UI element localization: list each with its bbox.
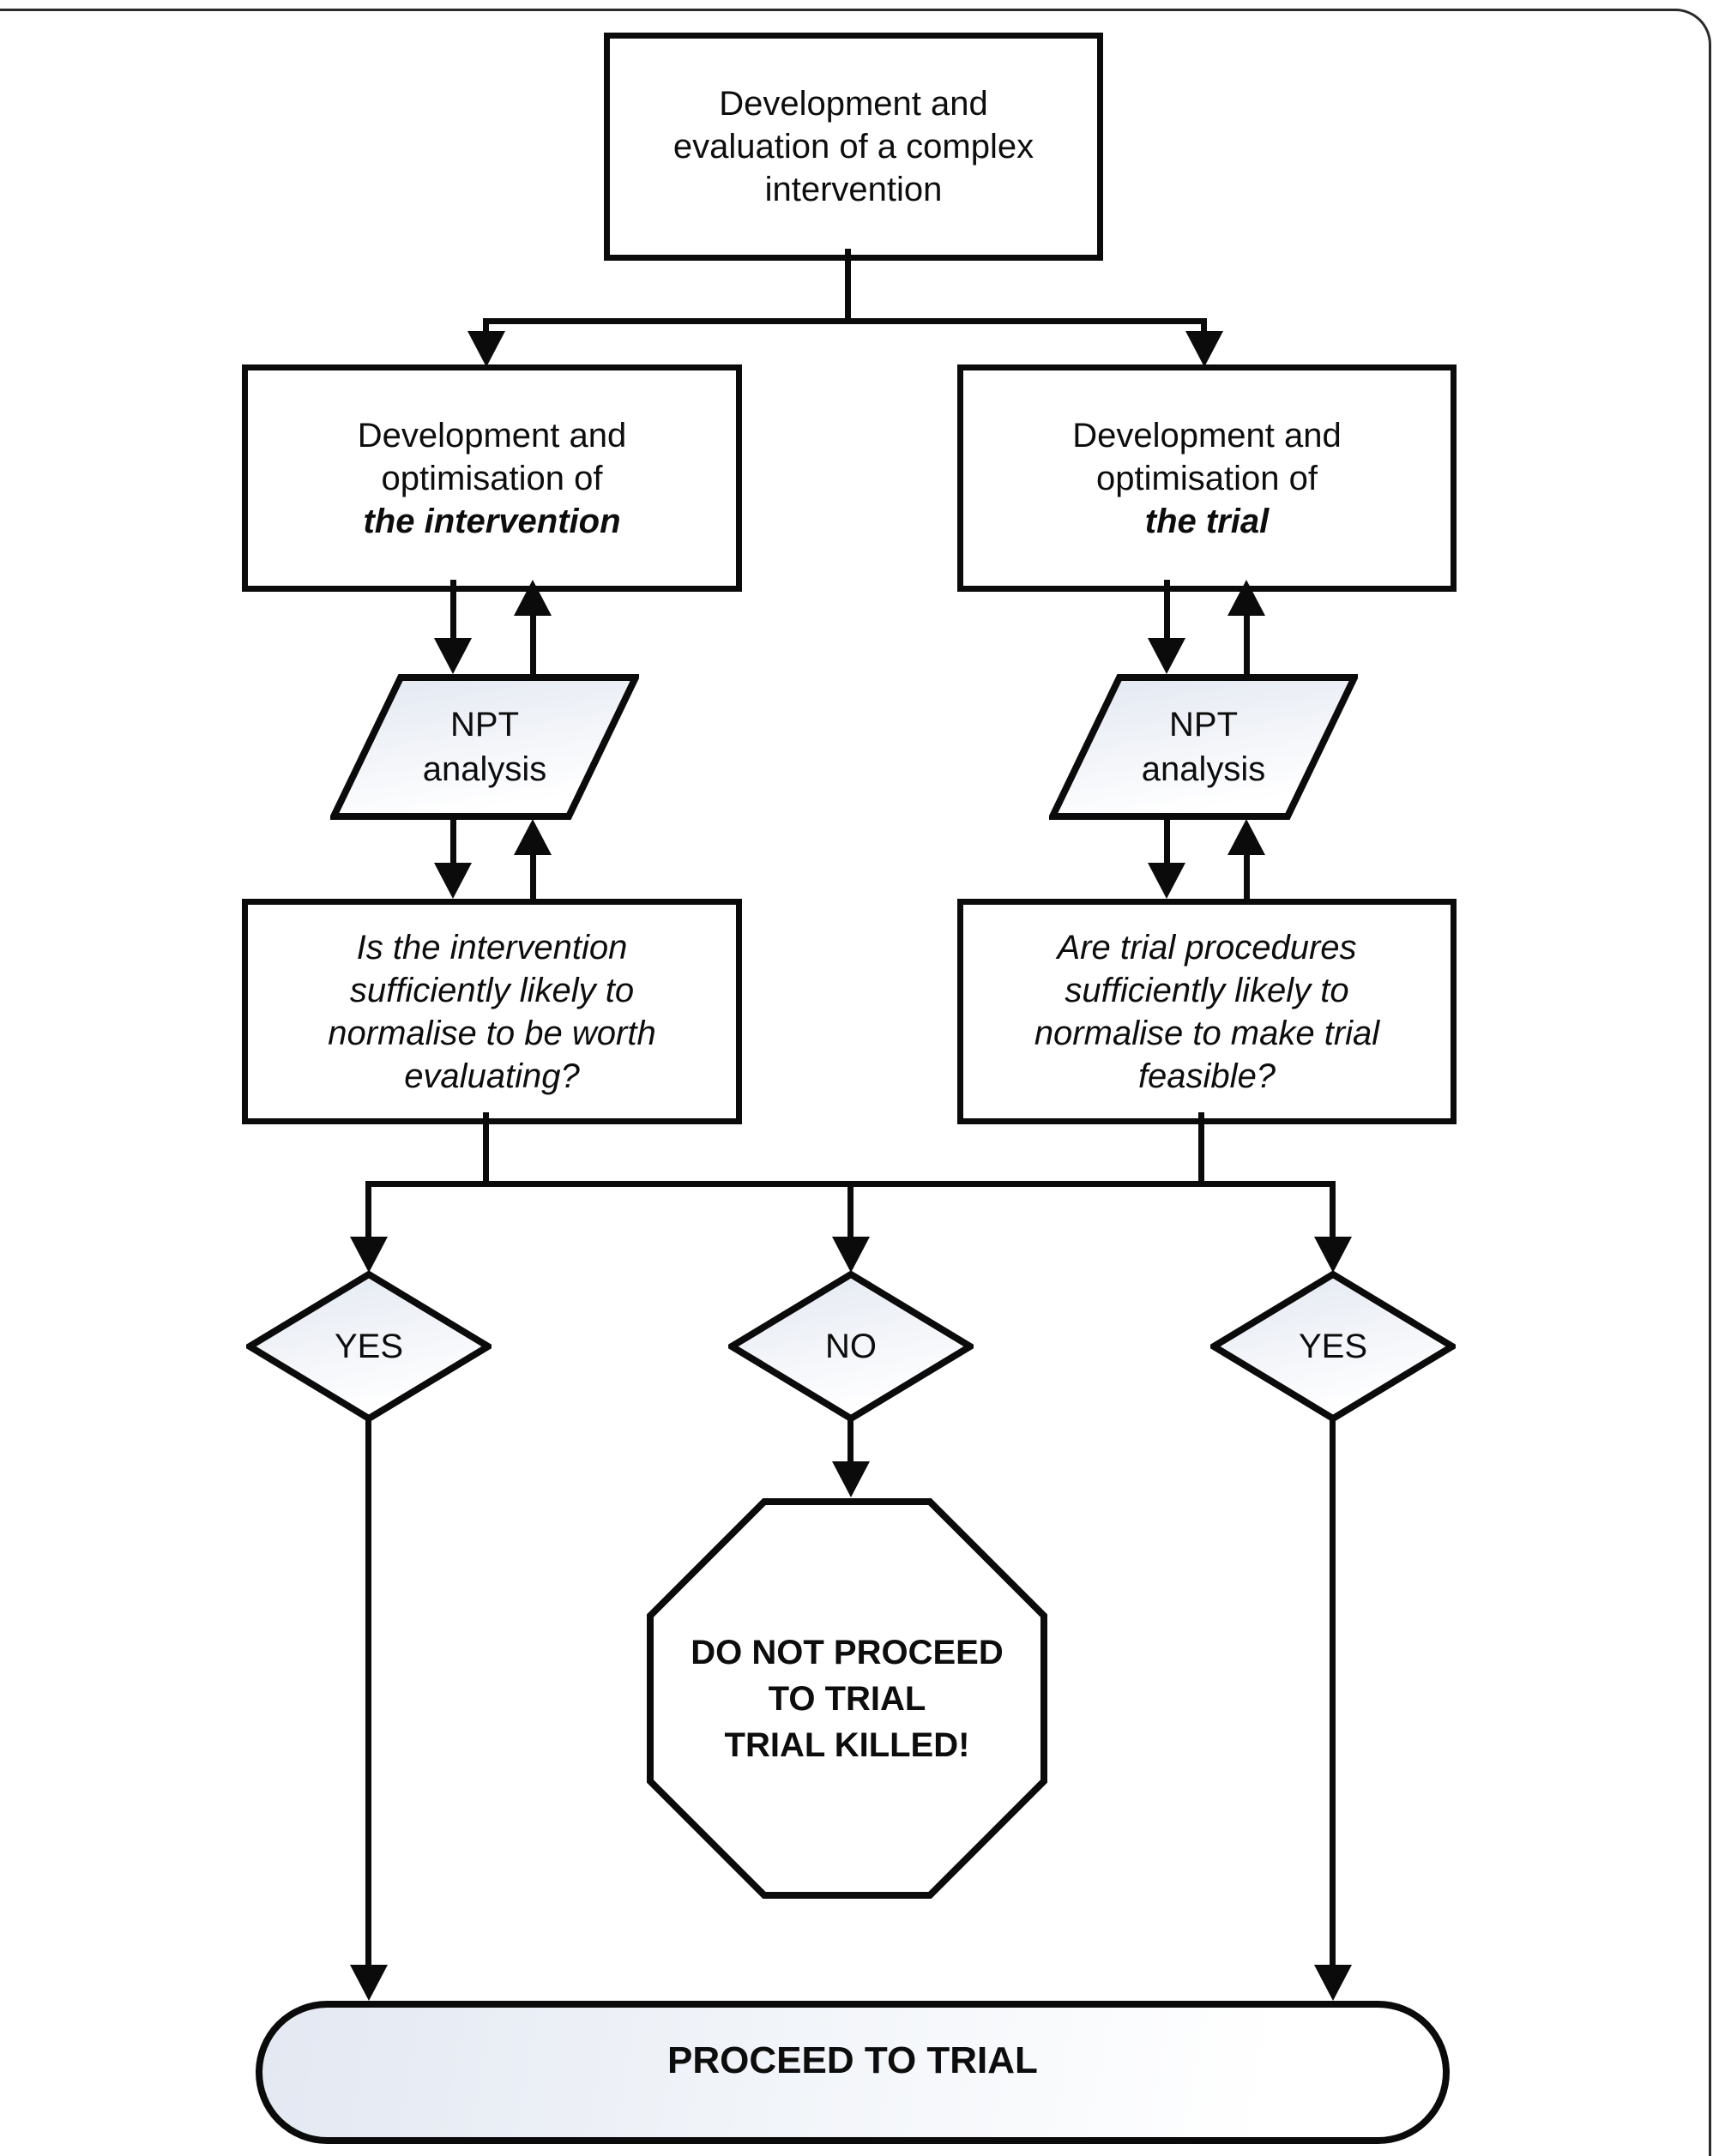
arrowhead-proceed-left — [350, 1965, 388, 2001]
connector-yes-left-to-proceed — [365, 1418, 371, 1966]
stop-text-line: DO NOT PROCEED — [691, 1633, 1004, 1671]
arrowhead-to-intervention-box — [467, 331, 505, 367]
connector-up-right-npt-box — [1244, 614, 1250, 674]
stop-text-line: TO TRIAL — [768, 1679, 926, 1718]
npt-text-line: NPT — [450, 706, 519, 744]
connector-down-right-box-npt — [1164, 580, 1170, 640]
connector-up-left-npt-box — [530, 614, 536, 674]
question-text-line: normalise to make trial — [1034, 1014, 1380, 1052]
development-optimisation-trial-box: Development and optimisation of the tria… — [957, 364, 1457, 592]
arrowhead-to-trial-box — [1185, 331, 1223, 367]
question-intervention-box: Is the intervention sufficiently likely … — [242, 899, 742, 1124]
yes-right-label: YES — [1298, 1328, 1368, 1365]
npt-text-line: analysis — [1141, 750, 1266, 788]
question-text-line: sufficiently likely to — [1065, 971, 1349, 1009]
connector-feed-right — [1198, 1112, 1204, 1184]
npt-right-label: NPT analysis — [1083, 682, 1324, 812]
box-text-line-emphasis: the intervention — [363, 502, 621, 540]
question-text-line: evaluating? — [404, 1057, 580, 1095]
question-text-line: feasible? — [1137, 1057, 1276, 1095]
connector-branch-right — [1201, 318, 1207, 335]
arrowhead-down-right-npt — [1148, 638, 1185, 674]
figure-frame — [0, 9, 1711, 2156]
connector-branch-bar — [483, 318, 1207, 324]
arrowhead-down-right-question — [1148, 863, 1185, 899]
box-text-line: Development and — [357, 416, 627, 455]
question-trial-box: Are trial procedures sufficiently likely… — [957, 899, 1457, 1124]
connector-down-left-npt-question — [450, 819, 456, 863]
box-text-line: optimisation of — [381, 459, 603, 497]
question-text-line: sufficiently likely to — [349, 971, 635, 1009]
stop-text-line: TRIAL KILLED! — [724, 1725, 970, 1764]
arrowhead-stop — [832, 1461, 870, 1497]
arrowhead-down-left-question — [434, 863, 472, 899]
development-optimisation-intervention-box: Development and optimisation of the inte… — [242, 364, 742, 592]
box-text-line: evaluation of a complex — [673, 128, 1034, 166]
connector-down-right-npt-question — [1164, 819, 1170, 863]
no-label: NO — [825, 1328, 877, 1365]
box-text-line-emphasis: the trial — [1144, 502, 1270, 540]
connector-top-stub — [845, 249, 851, 324]
stop-octagon-label: DO NOT PROCEED TO TRIAL TRIAL KILLED! — [655, 1498, 1039, 1899]
box-text-line: intervention — [764, 171, 943, 208]
npt-text-line: analysis — [422, 750, 547, 788]
connector-feed-left — [483, 1112, 489, 1184]
question-text-line: normalise to be worth — [328, 1014, 656, 1052]
connector-drop-yes-left — [365, 1181, 371, 1238]
proceed-label: PROCEED TO TRIAL — [667, 2039, 1038, 2081]
npt-analysis-right-parallelogram — [1049, 674, 1358, 820]
npt-text-line: NPT — [1169, 706, 1238, 744]
stop-octagon — [647, 1498, 1047, 1899]
arrowhead-yes-right-diamond — [1314, 1237, 1352, 1273]
question-text-line: Are trial procedures — [1057, 928, 1357, 967]
arrowhead-up-left-box — [514, 580, 552, 616]
connector-yes-right-to-proceed — [1330, 1418, 1336, 1966]
development-evaluation-box: Development and evaluation of a complex … — [604, 33, 1103, 261]
proceed-to-trial-terminal: PROCEED TO TRIAL — [256, 2001, 1450, 2144]
npt-left-label: NPT analysis — [365, 682, 605, 812]
arrowhead-proceed-right — [1314, 1965, 1352, 2001]
question-text-line: Is the intervention — [356, 928, 628, 967]
arrowhead-no-diamond — [832, 1237, 870, 1273]
box-text-line: Development and — [1072, 416, 1342, 455]
connector-no-to-stop — [847, 1418, 853, 1463]
box-text-line: optimisation of — [1096, 459, 1318, 497]
connector-drop-no — [847, 1181, 853, 1238]
yes-left-label: YES — [334, 1328, 404, 1365]
npt-analysis-left-parallelogram — [330, 674, 639, 820]
connector-branch-left — [483, 318, 489, 335]
arrowhead-up-right-npt — [1227, 819, 1265, 855]
connector-up-left-question-npt — [530, 853, 536, 899]
box-text-line: Development and — [719, 85, 988, 123]
connector-drop-yes-right — [1330, 1181, 1336, 1238]
arrowhead-yes-left-diamond — [350, 1237, 388, 1273]
arrowhead-up-right-box — [1227, 580, 1265, 616]
connector-up-right-question-npt — [1244, 853, 1250, 899]
arrowhead-down-left-npt — [434, 638, 472, 674]
arrowhead-up-left-npt — [514, 819, 552, 855]
connector-down-left-box-npt — [450, 580, 456, 640]
